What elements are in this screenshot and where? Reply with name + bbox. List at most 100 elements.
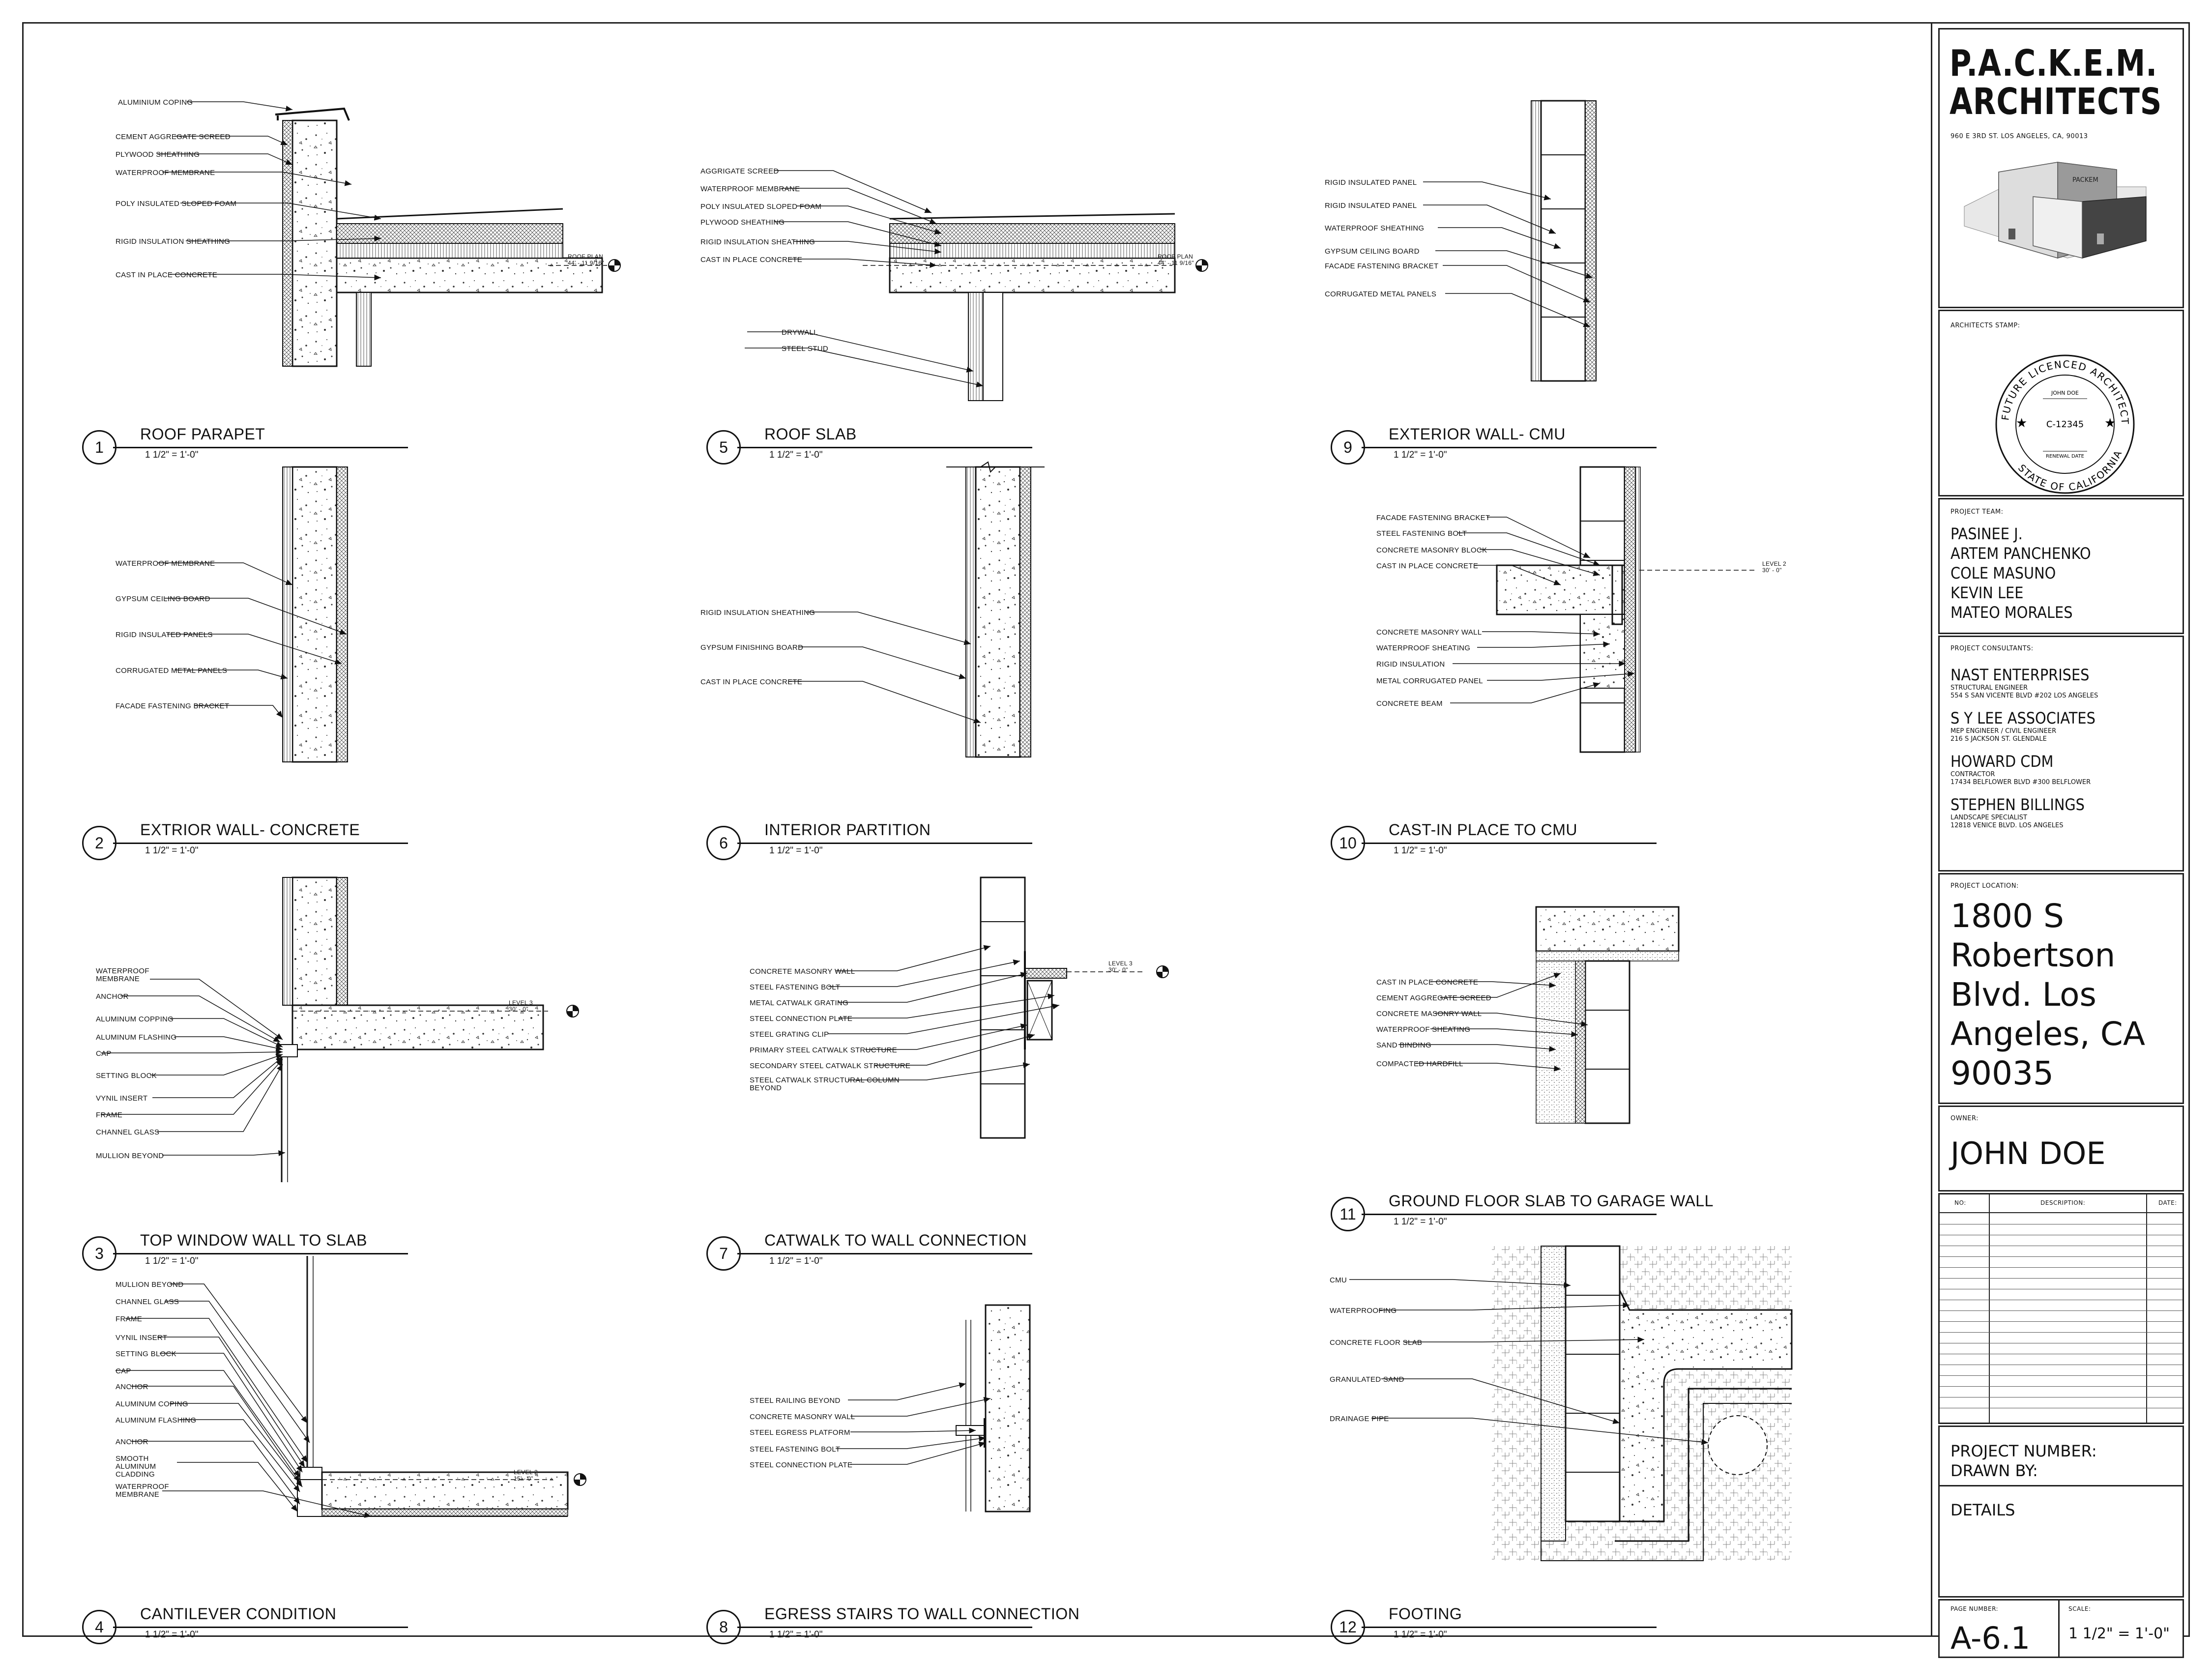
stamp-label: ARCHITECTS STAMP: [1950,322,2020,329]
title-underline [737,1253,1032,1254]
firm-name: P.A.C.K.E.M. ARCHITECTS [1950,44,2162,121]
title-underline [113,1253,408,1254]
rev-header-date: DATE: [2158,1199,2177,1206]
label: SMOOTH ALUMINUM CLADDING [116,1455,156,1479]
detail-11-drawing [1398,906,1680,1124]
project-info-panel: PROJECT NUMBER: DRAWN BY: DETAILS [1938,1426,2184,1598]
detail-title: INTERIOR PARTITION [764,821,931,839]
label: STEEL EGRESS PLATFORM [750,1428,850,1437]
title-underline [737,447,1032,448]
label: SECONDARY STEEL CATWALK STRUCTURE [750,1062,911,1070]
label: RIGID INSULATION SHEATHING [116,237,231,246]
page-number-panel: PAGE NUMBER: A-6.1 [1938,1599,2060,1658]
sheet-scale: 1 1/2" = 1'-0" [2068,1625,2170,1642]
label: STEEL CONNECTION PLATE [750,1015,853,1023]
detail-8-drawing [836,1304,1031,1513]
label: CAST IN PLACE CONCRETE [1376,562,1479,570]
stamp-number: C-12345 [2046,419,2084,430]
detail-scale: 1 1/2" = 1'-0" [769,845,823,856]
label: CAST IN PLACE CONCRETE [1376,978,1479,987]
level-elevation: 30' - 0" [1762,567,1782,574]
detail-title: EXTRIOR WALL- CONCRETE [140,821,360,839]
title-underline [1362,447,1657,448]
label: CMU [1330,1276,1347,1284]
stamp-renewal: RENEWAL DATE [2046,454,2084,459]
team-member: COLE MASUNO [1950,564,2056,582]
label: WATERPROOF MEMBRANE [116,559,215,568]
label: STEEL CATWALK STRUCTURAL COLUMN BEYOND [750,1076,900,1092]
label: WATERPROOF MEMBRANE [116,1483,169,1499]
project-location: 1800 S Robertson Blvd. Los Angeles, CA 9… [1950,897,2145,1093]
divider [1940,1485,2183,1486]
label: ALUMINUM COPING [116,1400,188,1408]
detail-4-drawing [116,1256,586,1518]
detail-12-title-block: 12 FOOTING 1 1/2" = 1'-0" [1331,1600,1880,1644]
detail-6-title-block: 6 INTERIOR PARTITION 1 1/2" = 1'-0" [706,816,1256,860]
label: CAST IN PLACE CONCRETE [700,256,803,264]
location-panel: PROJECT LOCATION: 1800 S Robertson Blvd.… [1938,873,2184,1104]
title-underline [113,843,408,844]
detail-scale: 1 1/2" = 1'-0" [145,845,199,856]
detail-scale: 1 1/2" = 1'-0" [769,1630,823,1640]
page-number-label: PAGE NUMBER: [1950,1605,1999,1612]
detail-scale: 1 1/2" = 1'-0" [1394,1630,1447,1640]
rev-row [1940,1321,2183,1322]
label: SETTING BLOCK [96,1072,157,1080]
consultants-panel: PROJECT CONSULTANTS: NAST ENTERPRISES ST… [1938,636,2184,872]
detail-8: STEEL RAILING BEYOND CONCRETE MASONRY WA… [700,1256,1335,1659]
detail-title: GROUND FLOOR SLAB TO GARAGE WALL [1389,1192,1714,1210]
architect-stamp: FUTURE LICENCED ARCHITECT STATE OF CALIF… [1995,354,2135,494]
title-block: P.A.C.K.E.M. ARCHITECTS 960 E 3RD ST. LO… [1931,22,2190,1658]
label: VYNIL INSERT [116,1334,168,1342]
label: PLYWOOD SHEATHING [116,150,200,159]
firm-address: 960 E 3RD ST. LOS ANGELES, CA, 90013 [1950,133,2088,140]
team-panel: PROJECT TEAM: PASINEE J. ARTEM PANCHENKO… [1938,498,2184,634]
label: ALUMINUM FLASHING [116,1416,197,1425]
detail-3: WATERPROOF MEMBRANE ANCHOR ALUMINUM COPP… [76,876,710,1281]
detail-2: WATERPROOF MEMBRANE GYPSUM CEILING BOARD… [76,466,710,870]
owner-panel: OWNER: JOHN DOE [1938,1106,2184,1192]
detail-4-title-block: 4 CANTILEVER CONDITION 1 1/2" = 1'-0" [82,1600,632,1644]
label: METAL CATWALK GRATING [750,999,849,1007]
detail-11: CAST IN PLACE CONCRETE CEMENT AGGREGATE … [1325,877,1959,1281]
star-icon: ★ [2104,416,2116,431]
label: STEEL FASTENING BOLT [1376,529,1467,538]
label: CONCRETE MASONRY WALL [750,967,855,976]
label: SETTING BLOCK [116,1350,176,1358]
label: MULLION BEYOND [116,1281,184,1289]
level-elevation: 30' - 0" [509,1006,528,1013]
detail-8-title-block: 8 EGRESS STAIRS TO WALL CONNECTION 1 1/2… [706,1600,1256,1644]
consultants-label: PROJECT CONSULTANTS: [1950,645,2034,652]
owner-name: JOHN DOE [1950,1135,2106,1171]
title-underline [113,1627,408,1628]
label: ALUMINIUM COPING [118,98,193,107]
detail-title: TOP WINDOW WALL TO SLAB [140,1231,367,1249]
building-sign: PACKEM [2072,176,2098,184]
label: WATERPROOF MEMBRANE [96,967,149,983]
label: RIGID INSULATION SHEATHING [700,609,815,617]
title-underline [1362,843,1657,844]
label: CAP [96,1049,112,1058]
consultant-address: 216 S JACKSON ST. GLENDALE [1950,735,2047,743]
label: CONCRETE MASONRY WALL [1376,1010,1482,1018]
label: CEMENT AGGREGATE SCREED [116,133,231,141]
consultant-name: HOWARD CDM [1950,752,2054,771]
level-tag: ROOF PLAN [568,253,604,260]
title-underline [1362,1214,1657,1215]
rev-row [1940,1332,2183,1333]
detail-title: EGRESS STAIRS TO WALL CONNECTION [764,1605,1080,1623]
label: FRAME [116,1315,142,1323]
consultant-name: S Y LEE ASSOCIATES [1950,709,2096,728]
location-line: 1800 S [1950,897,2064,935]
location-line: 90035 [1950,1054,2054,1092]
label: WATERPROOF SHEATHING [1325,224,1425,233]
detail-5-drawing [745,170,1208,401]
label: AGGRIGATE SCREED [700,167,779,175]
team-label: PROJECT TEAM: [1950,508,2004,516]
firm-name-line1: P.A.C.K.E.M. [1950,42,2157,85]
detail-1: ALUMINIUM COPING CEMENT AGGREGATE SCREED… [76,71,710,474]
detail-title: CAST-IN PLACE TO CMU [1389,821,1577,839]
stamp-panel: ARCHITECTS STAMP: FUTURE LICENCED ARCHIT… [1938,310,2184,496]
title-underline [737,843,1032,844]
detail-number-bubble: 1 [82,430,116,465]
